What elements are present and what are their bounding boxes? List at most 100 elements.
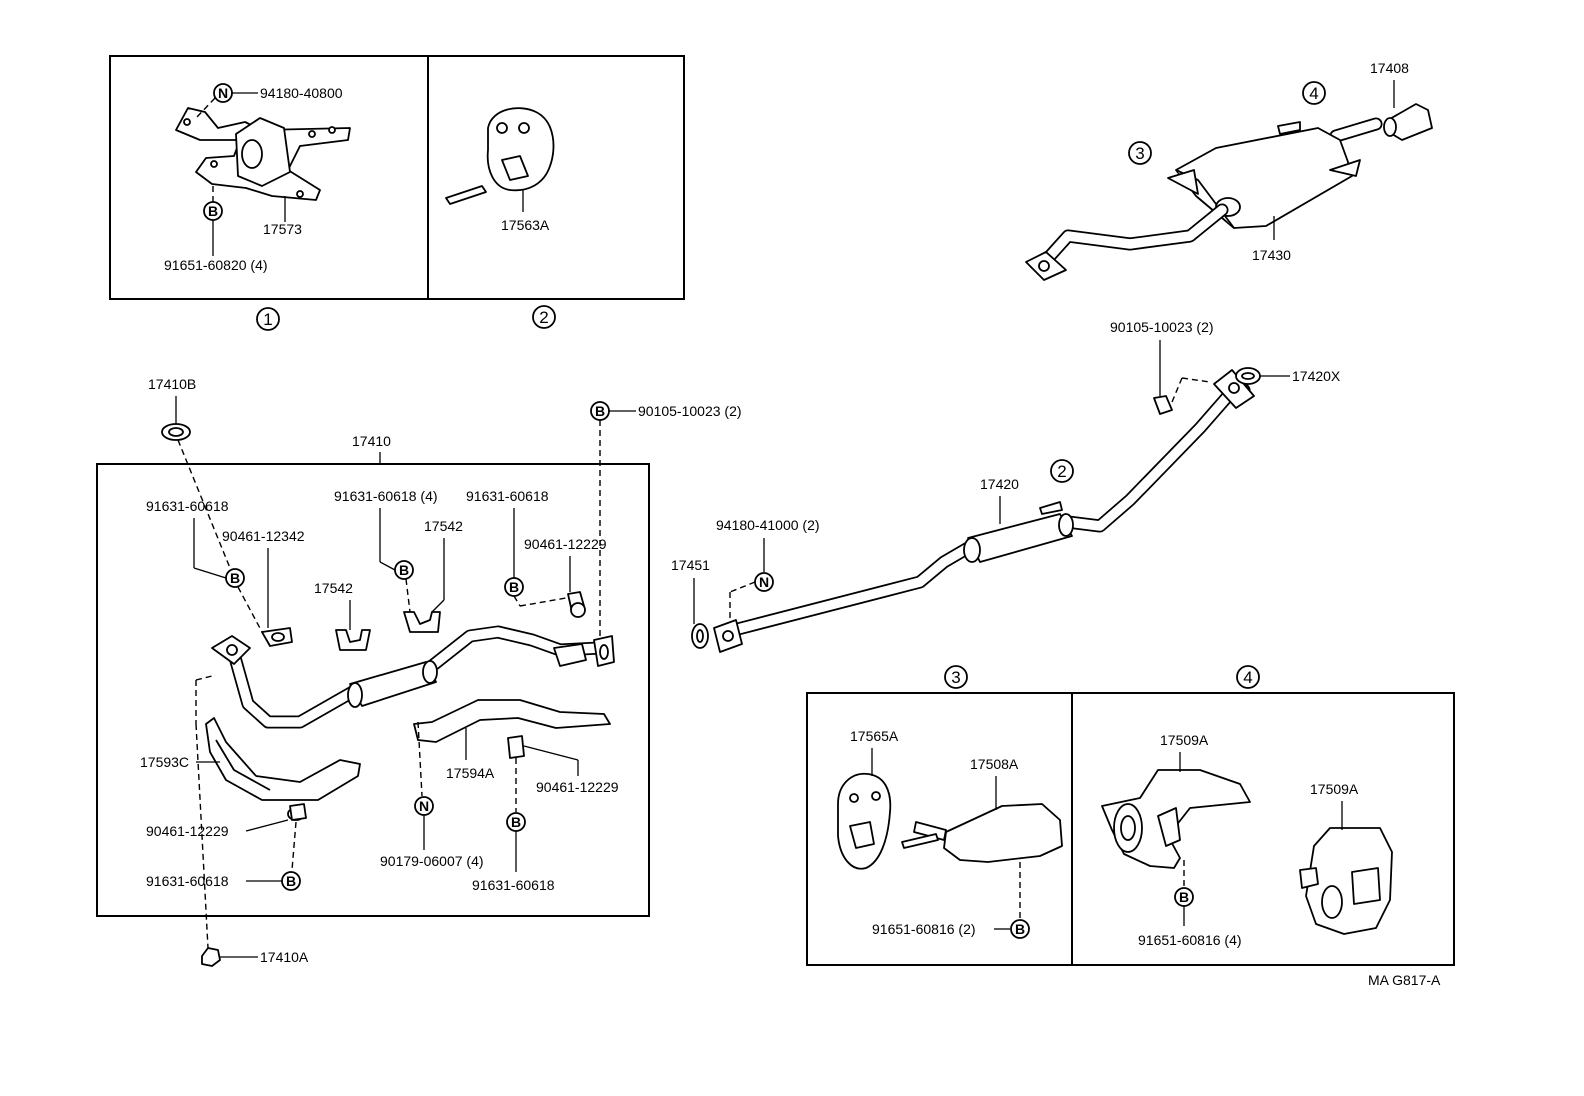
part-label-17542-b: 17542 (424, 518, 463, 534)
label-group-90461-12229-b: 90461-12229 B 91631-60618 (472, 745, 619, 893)
inset-box-17410 (96, 452, 650, 917)
diagram-code: MA G817-A (1368, 972, 1441, 988)
part-label-17565A: 17565A (850, 728, 899, 744)
callout-3-inset: 3 (944, 665, 968, 689)
part-label-17509A-b: 17509A (1310, 781, 1359, 797)
svg-text:B: B (399, 562, 409, 578)
part-label-90461-12229-c: 90461-12229 (146, 823, 229, 839)
part-label-91651-60816-4: 91651-60816 (4) (1138, 932, 1242, 948)
part-label-94180-41000: 94180-41000 (2) (716, 517, 820, 533)
label-group-90461-12342: 90461-12342 (222, 528, 305, 628)
bolt-symbol-letter: B (208, 203, 218, 219)
part-label-17542-a: 17542 (314, 580, 353, 596)
bolt-symbol (1010, 919, 1030, 939)
label-group-17410A: 17410A (220, 949, 309, 965)
label-group-91631-60618-4: 91631-60618 (4) B (334, 488, 438, 613)
svg-text:B: B (595, 403, 605, 419)
label-group-91631-60618-a: 91631-60618 B (146, 498, 263, 633)
part-label-17410: 17410 (352, 433, 391, 449)
svg-text:B: B (1179, 889, 1189, 905)
inset-box-1-2 (109, 55, 685, 300)
label-group-90461-12229-a: 90461-12229 (524, 536, 607, 592)
label-group-17451: 17451 (671, 557, 710, 624)
nut-symbol-letter: N (218, 85, 228, 101)
part-label-17451: 17451 (671, 557, 710, 573)
part-label-17563A: 17563A (501, 217, 550, 233)
part-label-91631-60618-b: 91631-60618 (466, 488, 549, 504)
rubber-hanger-17563A (445, 107, 555, 205)
clamp-90461-12342 (261, 627, 293, 647)
part-label-17408: 17408 (1370, 60, 1409, 76)
label-group-17508A: 17508A (970, 756, 1021, 920)
label-group-17593C: 17593C (140, 675, 220, 770)
hanger-bracket-17573 (175, 107, 351, 201)
label-group-17509A-a: 17509A B 91651-60816 (4) (1138, 732, 1242, 948)
label-group-91651-60816-2: 91651-60816 (2) B (872, 919, 1030, 939)
callout-2-pipe: 2 (1050, 459, 1074, 483)
inset-box-3-4 (806, 692, 1455, 966)
label-group-17594A: 17594A (446, 728, 495, 781)
part-label-91631-60618-4: 91631-60618 (4) (334, 488, 438, 504)
tail-pipe-tip-17408 (1383, 103, 1433, 141)
svg-text:2: 2 (1057, 462, 1066, 481)
svg-text:2: 2 (539, 308, 548, 327)
part-label-17410A: 17410A (260, 949, 309, 965)
label-group-90461-12229-c: 90461-12229 (146, 819, 297, 871)
part-label-17410B: 17410B (148, 376, 196, 392)
label-group-17542-a: 17542 (314, 580, 353, 630)
gasket-17410A (195, 723, 221, 967)
part-label-17573: 17573 (263, 221, 302, 237)
svg-text:1: 1 (263, 310, 272, 329)
part-label-17594A: 17594A (446, 765, 495, 781)
label-group-91631-60618-b: 91631-60618 B (466, 488, 567, 607)
part-label-91631-60618-c: 91631-60618 (472, 877, 555, 893)
label-group-90105-10023-lower: B 90105-10023 (2) (590, 401, 742, 640)
label-group-17563A: 17563A (501, 190, 550, 233)
hanger-bracket-17509A-a (1101, 769, 1251, 869)
label-group-90105-10023-upper: 90105-10023 (2) (1110, 319, 1214, 415)
label-group-17410: 17410 (352, 433, 391, 449)
part-label-90105-10023-lower: 90105-10023 (2) (638, 403, 742, 419)
callout-1: 1 (256, 307, 280, 331)
part-label-90461-12342: 90461-12342 (222, 528, 305, 544)
svg-text:N: N (419, 798, 429, 814)
part-label-17420X: 17420X (1292, 368, 1341, 384)
clamp-90461-12229-b (507, 735, 525, 759)
clamp-17542-b (403, 611, 441, 633)
label-group-17410B: 17410B (148, 376, 231, 569)
svg-text:3: 3 (1135, 144, 1144, 163)
rubber-mount-17509A-b (1299, 827, 1393, 935)
label-group-94180-41000: 94180-41000 (2) N (716, 517, 820, 620)
part-label-91631-60618-d: 91631-60618 (146, 873, 229, 889)
svg-text:B: B (1015, 921, 1025, 937)
svg-text:N: N (759, 574, 769, 590)
label-group-91631-60618-d: 91631-60618 B (146, 871, 301, 891)
part-label-17508A: 17508A (970, 756, 1019, 772)
svg-text:4: 4 (1243, 668, 1252, 687)
label-group-91651-60820: B 91651-60820 (4) (164, 186, 268, 273)
part-label-91651-60816-2: 91651-60816 (2) (872, 921, 976, 937)
clamp-17542-a (335, 629, 371, 651)
label-group-17420: 17420 (980, 476, 1019, 524)
callout-4-inset: 4 (1236, 665, 1260, 689)
svg-text:3: 3 (951, 668, 960, 687)
part-label-17430: 17430 (1252, 247, 1291, 263)
svg-text:B: B (511, 814, 521, 830)
rubber-hanger-17565A (837, 772, 892, 870)
bolt-symbol (225, 568, 245, 588)
gasket-17410B (161, 423, 191, 441)
svg-text:B: B (286, 873, 296, 889)
callout-3-muffler: 3 (1128, 141, 1152, 165)
label-group-17542-b: 17542 (424, 518, 463, 613)
bolt-symbol (281, 871, 301, 891)
gasket-17420X (1235, 367, 1261, 385)
svg-text:B: B (230, 570, 240, 586)
label-group-90179-06007: N 90179-06007 (4) (380, 721, 484, 869)
label-group-17420X: 17420X (1260, 368, 1341, 384)
part-label-91631-60618-a: 91631-60618 (146, 498, 229, 514)
front-pipe-17410 (211, 625, 615, 729)
muffler-17430 (1025, 117, 1383, 281)
heat-shield-17594A (413, 699, 611, 743)
